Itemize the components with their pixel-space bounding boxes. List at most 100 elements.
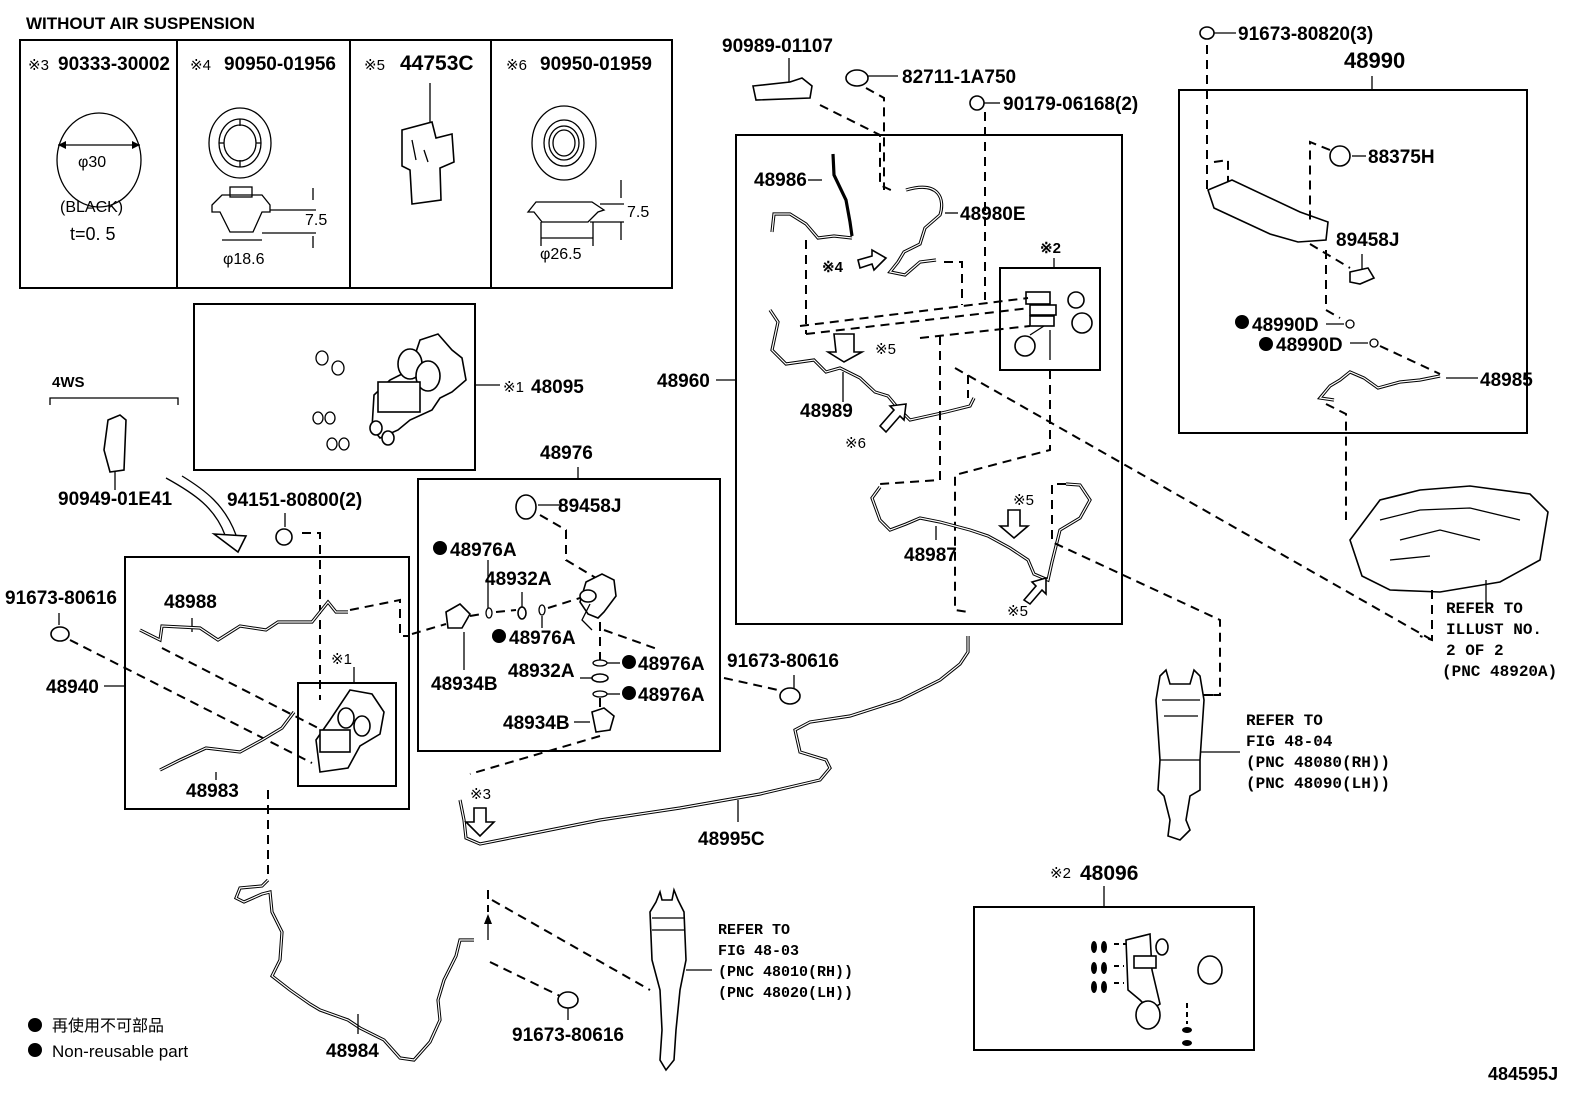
dimension-label: 7.5 — [305, 212, 327, 229]
part-label-91673-80820[interactable]: 91673-80820(3) — [1238, 24, 1373, 45]
part-label-48940[interactable]: 48940 — [46, 677, 99, 698]
sensor-group: 90989-01107 82711-1A750 90179-06168(2) 4… — [657, 36, 1433, 696]
legend: 再使用不可部品 Non-reusable part — [28, 1017, 188, 1061]
part-label-94151-80800[interactable]: 94151-80800(2) — [227, 490, 362, 511]
callout-box — [417, 478, 721, 752]
air-spring-icon — [1155, 668, 1205, 841]
part-label-48976A[interactable]: 48976A — [509, 628, 576, 649]
arrow-icon — [132, 141, 140, 149]
height-sensor-icon — [1091, 932, 1223, 1046]
refer-link-pnc-48920A[interactable]: (PNC 48920A) — [1442, 663, 1557, 681]
part-label-48096[interactable]: 48096 — [1080, 862, 1138, 885]
part-label-48989[interactable]: 48989 — [800, 401, 853, 422]
clamp-icon — [401, 121, 455, 205]
grommet-icon — [526, 105, 606, 223]
variant-4[interactable]: ※4 90950-01956 — [190, 54, 336, 268]
callout-box — [973, 906, 1255, 1051]
part-label-48984[interactable]: 48984 — [326, 1041, 379, 1062]
part-label-48990D[interactable]: 48990D — [1252, 315, 1319, 336]
part-label-89458J[interactable]: 89458J — [1336, 230, 1399, 251]
mark-label: ※5 — [1013, 492, 1034, 509]
mark-label: ※3 — [470, 786, 491, 803]
dimension-label: φ18.6 — [223, 251, 265, 268]
part-label-48983[interactable]: 48983 — [186, 781, 239, 802]
mark-label: ※6 — [845, 435, 866, 452]
nut-icon — [275, 528, 293, 546]
variant-3[interactable]: ※3 90333-30002 φ30 (BLACK) t=0. 5 — [28, 54, 170, 244]
dimension-label: φ30 — [78, 154, 106, 171]
refer-link-fig-48-03[interactable]: FIG 48-03 — [718, 943, 799, 960]
cap-icon — [1329, 145, 1351, 167]
sensor-wire-48986 — [831, 153, 854, 237]
part-label-88375H[interactable]: 88375H — [1368, 147, 1435, 168]
part-label-91673-80616[interactable]: 91673-80616 — [5, 588, 117, 609]
part-label-90179-06168[interactable]: 90179-06168(2) — [1003, 94, 1138, 115]
part-label-48985[interactable]: 48985 — [1480, 370, 1533, 391]
variant-6[interactable]: ※6 90950-01959 7.5 φ26.5 — [506, 54, 652, 263]
o-ring-icon — [538, 604, 546, 616]
dimension-label: φ26.5 — [540, 246, 582, 263]
part-label-90989-01107[interactable]: 90989-01107 — [722, 36, 833, 57]
part-label-48987[interactable]: 48987 — [904, 545, 957, 566]
thickness-note: t=0. 5 — [70, 224, 116, 244]
part-label-48934B[interactable]: 48934B — [431, 674, 498, 695]
variant-part-number: 90950-01956 — [224, 54, 336, 75]
grommet-icon — [208, 107, 272, 233]
mark-label: ※5 — [875, 341, 896, 358]
variant-part-number: 90950-01959 — [540, 54, 652, 75]
joint-icon — [445, 603, 471, 629]
bolt-91673-mid: 91673-80616 — [723, 651, 839, 705]
part-label-48934B[interactable]: 48934B — [503, 713, 570, 734]
part-label-48960[interactable]: 48960 — [657, 371, 710, 392]
front-piping-48940-group: 94151-80800(2) 91673-80616 48940 48988 ※… — [5, 490, 410, 880]
connector-icon — [845, 69, 869, 87]
part-label-90949-01E41[interactable]: 90949-01E41 — [58, 489, 173, 510]
variant-mark: ※3 — [28, 57, 49, 74]
part-label-48990D[interactable]: 48990D — [1276, 335, 1343, 356]
part-label-48988[interactable]: 48988 — [164, 592, 217, 613]
part-label-48976A[interactable]: 48976A — [450, 540, 517, 561]
variant-mark: ※5 — [364, 57, 385, 74]
mark-label: ※1 — [331, 651, 352, 668]
pipe-48995c-group: 48995C ※3 — [458, 636, 970, 850]
part-label-91673-80616[interactable]: 91673-80616 — [512, 1025, 624, 1046]
part-label-48932A[interactable]: 48932A — [485, 569, 552, 590]
part-label-48932A[interactable]: 48932A — [508, 661, 575, 682]
callout-box — [193, 303, 476, 471]
part-label-48976A[interactable]: 48976A — [638, 654, 705, 675]
part-label-48976A[interactable]: 48976A — [638, 685, 705, 706]
illustration-code: 484595J — [1488, 1064, 1558, 1084]
connector-icon — [515, 494, 537, 520]
mark-label: ※4 — [822, 259, 844, 276]
part-label-48995C[interactable]: 48995C — [698, 829, 765, 850]
legend-text-en: Non-reusable part — [52, 1042, 188, 1061]
part-label-48980E[interactable]: 48980E — [960, 204, 1026, 225]
nut-icon — [969, 95, 985, 111]
mark-label: ※5 — [1007, 603, 1028, 620]
variant-mark: ※4 — [190, 57, 211, 74]
mark-label: ※1 — [503, 379, 524, 396]
refer-text: (PNC 48080(RH)) — [1246, 754, 1390, 772]
refer-text: (PNC 48010(RH)) — [718, 964, 853, 981]
pipe-48983 — [159, 711, 296, 772]
part-label-48986[interactable]: 48986 — [754, 170, 807, 191]
clamp-icon — [103, 414, 127, 473]
part-label-91673-80616[interactable]: 91673-80616 — [727, 651, 839, 672]
part-label-48990[interactable]: 48990 — [1344, 48, 1405, 73]
variant-5[interactable]: ※5 44753C — [364, 52, 474, 205]
link-48976-group: 48976 89458J 48976A 48932A 48934B 48976A — [411, 443, 721, 775]
refer-text: REFER TO — [1246, 712, 1323, 730]
arrow-icon — [1022, 576, 1047, 606]
accumulator-48990-group: 91673-80820(3) 48990 88375H 89458J 48990… — [1178, 24, 1533, 520]
dimension-label: 7.5 — [627, 204, 649, 221]
part-label-82711-1A750[interactable]: 82711-1A750 — [902, 67, 1016, 88]
refer-link-fig-48-04[interactable]: FIG 48-04 — [1246, 733, 1333, 751]
callout-box — [1178, 89, 1528, 434]
hole-plug-icon — [56, 112, 142, 208]
part-label-48976[interactable]: 48976 — [540, 443, 593, 464]
refer-text: (PNC 48020(LH)) — [718, 985, 853, 1002]
variant-part-number: 44753C — [400, 52, 474, 75]
part-label-89458J[interactable]: 89458J — [558, 496, 621, 517]
part-label-48095[interactable]: 48095 — [531, 377, 584, 398]
